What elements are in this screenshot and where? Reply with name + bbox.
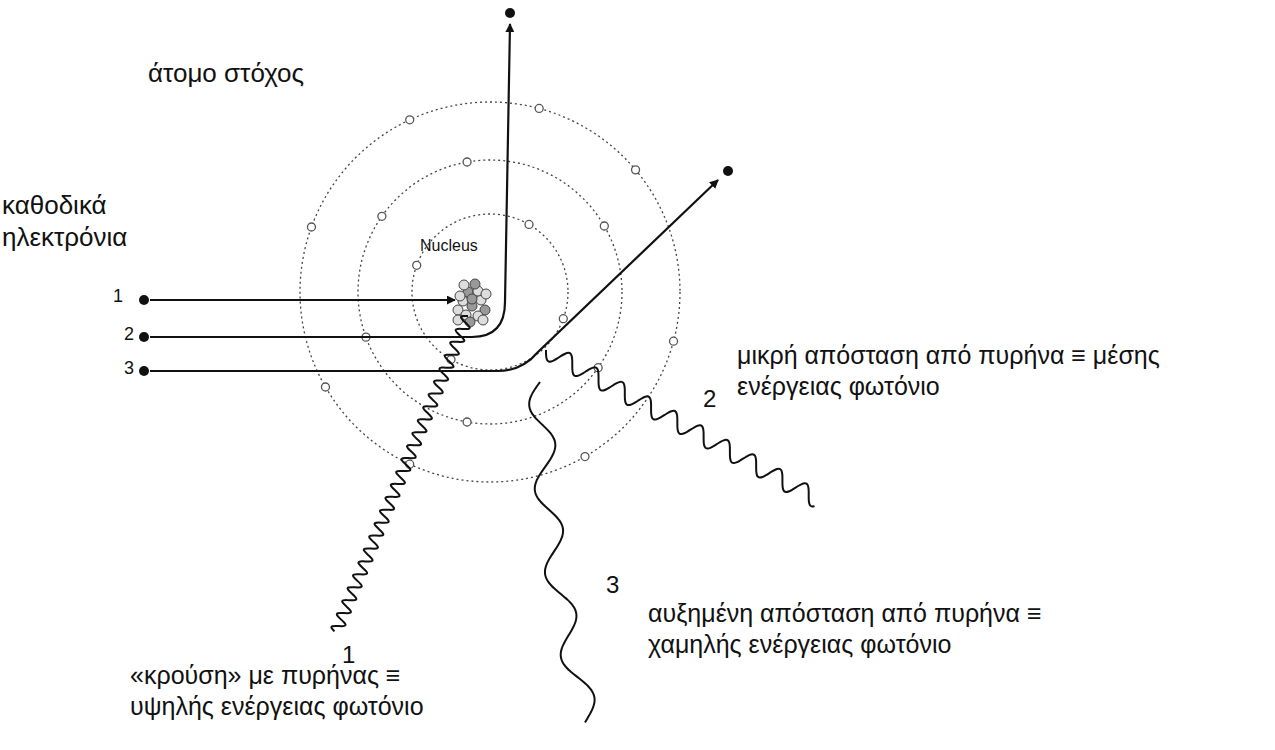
nucleon xyxy=(465,317,475,327)
photon-note: αυξημένη απόσταση από πυρήνα ≡ χαμηλής ε… xyxy=(648,598,1108,659)
electron-dot xyxy=(723,166,733,176)
orbital-electron xyxy=(559,315,567,323)
orbital-electron xyxy=(670,337,678,345)
electron-dot xyxy=(139,366,149,376)
electron-dot xyxy=(139,295,149,305)
nucleon xyxy=(455,291,465,301)
orbital-electron xyxy=(535,104,543,112)
callout-number: 1 xyxy=(113,286,123,308)
orbital-electron xyxy=(600,222,608,230)
orbital-electron xyxy=(406,116,414,124)
electron-dot xyxy=(139,332,149,342)
atom-title: άτομο στόχος xyxy=(148,58,304,90)
electron-path xyxy=(150,180,718,371)
nucleon xyxy=(470,279,480,289)
orbital-electron xyxy=(413,261,421,269)
beam-title: καθοδικά ηλεκτρόνια xyxy=(2,190,152,253)
photon-note: μικρή απόσταση από πυρήνα ≡ μέσης ενέργε… xyxy=(737,340,1162,401)
nucleon xyxy=(481,289,491,299)
photon-wave xyxy=(529,382,594,722)
orbital-electron xyxy=(378,212,386,220)
electron-dot xyxy=(505,8,515,18)
photon-note: «κρούση» με πυρήνας ≡ υψηλής ενέργειας φ… xyxy=(130,660,465,721)
electron-orbit xyxy=(358,160,622,424)
nucleon xyxy=(478,315,488,325)
orbital-electron xyxy=(463,158,471,166)
orbital-electron xyxy=(581,453,589,461)
photon-wave xyxy=(331,316,469,631)
orbital-electron xyxy=(632,166,640,174)
callout-number: 3 xyxy=(606,570,619,599)
orbital-electron xyxy=(307,223,315,231)
nucleon xyxy=(459,280,469,290)
orbital-electron xyxy=(463,418,471,426)
callout-number: 2 xyxy=(124,324,134,346)
orbital-electron xyxy=(321,383,329,391)
nucleus-label: Nucleus xyxy=(420,236,478,256)
callout-number: 3 xyxy=(124,358,134,380)
electron-path xyxy=(150,299,455,301)
electron-orbit xyxy=(300,102,680,482)
callout-number: 2 xyxy=(703,384,716,413)
nucleon xyxy=(467,294,477,304)
orbital-electron xyxy=(525,220,533,228)
